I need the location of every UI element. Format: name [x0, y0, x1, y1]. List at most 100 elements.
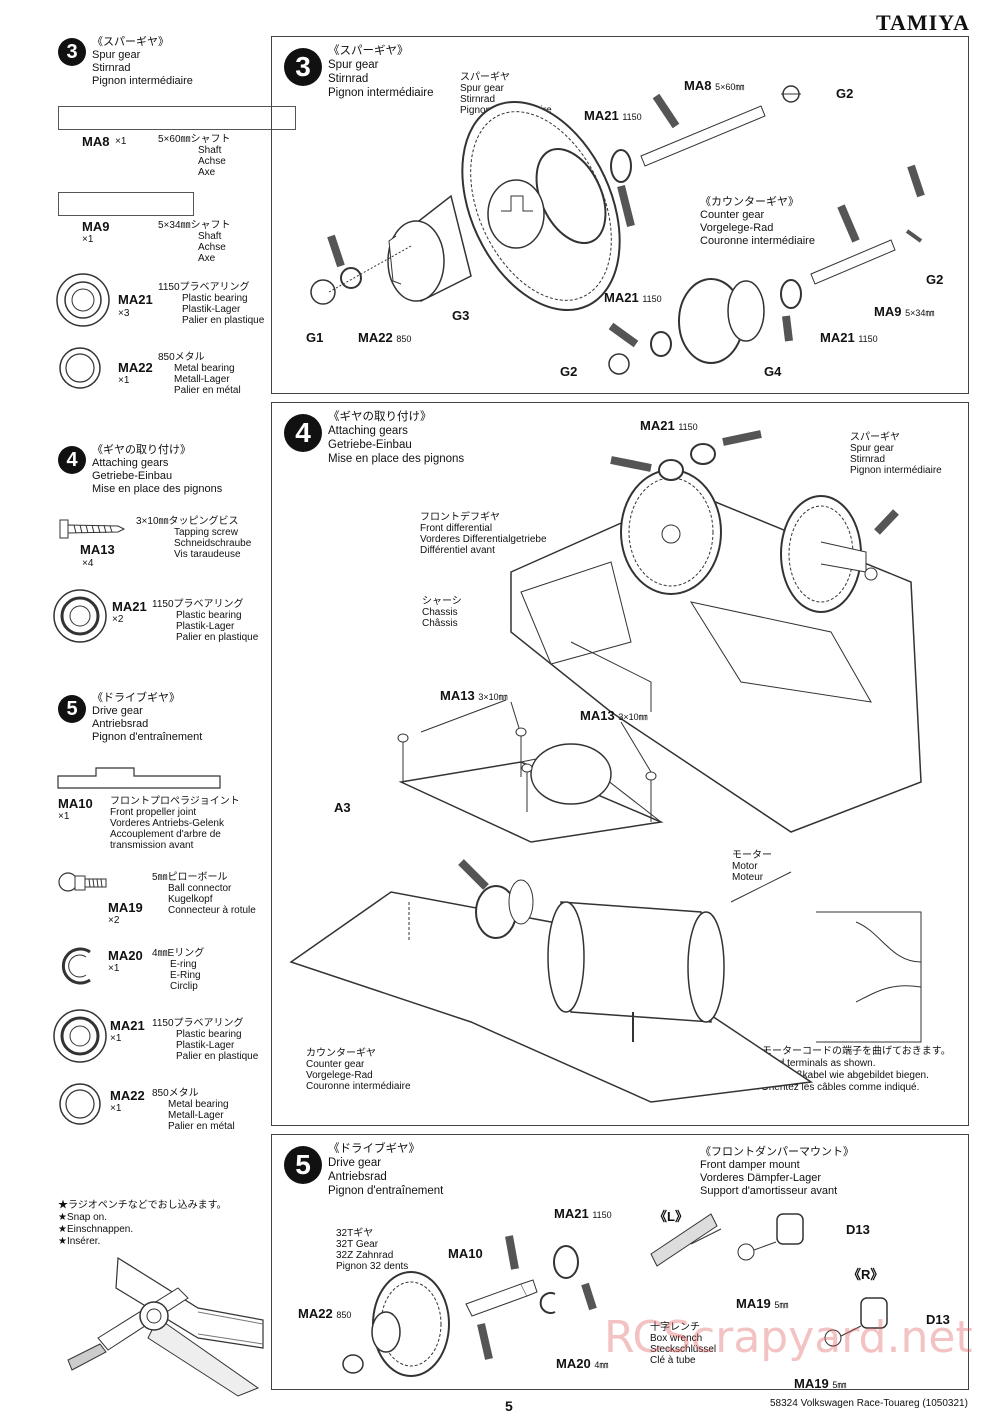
e-ring-icon	[61, 947, 91, 985]
label-ma21: MA21 1150	[820, 330, 878, 345]
part-code: MA10	[58, 796, 93, 811]
part-qty: ×1	[108, 963, 120, 974]
pliers-illustration	[67, 1256, 264, 1397]
label-ma10: MA10	[448, 1246, 483, 1261]
part-desc: 850メタル Metal bearing Metall-Lager Palier…	[158, 352, 241, 396]
step-number: 5	[284, 1146, 322, 1184]
part-qty: ×2	[112, 614, 124, 625]
front-diff-label: フロントデフギヤ Front differential Vorderes Dif…	[420, 512, 547, 556]
screw-icon	[59, 519, 126, 539]
label-ma22: MA22 850	[298, 1306, 352, 1321]
label-ma20: MA20 4㎜	[556, 1356, 609, 1371]
drive-gear-diagram	[342, 1213, 888, 1377]
label-right: 《R》	[848, 1267, 884, 1282]
footer-text: 58324 Volkswagen Race-Touareg (1050321)	[770, 1398, 968, 1409]
part-qty: ×1	[82, 234, 94, 245]
step-title: 《ドライブギヤ》 Drive gear Antriebsrad Pignon d…	[92, 692, 203, 743]
label-g2: G2	[836, 86, 854, 101]
bend-terminals-note: ★モーターコードの端子を曲げておきます。 ★Bend terminals as …	[752, 1046, 951, 1093]
chassis-label: シャーシ Chassis Châssis	[422, 596, 462, 629]
part-desc: 4㎜Eリング E-ring E-Ring Circlip	[152, 948, 205, 992]
step-title: 《スパーギヤ》 Spur gear Stirnrad Pignon interm…	[92, 36, 193, 87]
part-code: MA19	[108, 900, 143, 915]
watermark: RCScrapyard.net	[604, 1312, 973, 1363]
snap-note: ★ラジオペンチなどでおし込みます。 ★Snap on. ★Einschnappe…	[58, 1200, 227, 1247]
shaft-ma8-image	[58, 106, 296, 130]
part-qty: ×1	[118, 375, 130, 386]
step-title: 《ギヤの取り付け》 Attaching gears Getriebe-Einba…	[92, 444, 223, 495]
label-g3: G3	[452, 308, 470, 323]
part-desc: フロントプロペラジョイント Front propeller joint Vord…	[110, 796, 240, 851]
gear32-label: 32Tギヤ 32T Gear 32Z Zahnrad Pignon 32 den…	[336, 1228, 409, 1272]
shaft-ma9-image	[58, 192, 194, 216]
part-code: MA13	[80, 542, 115, 557]
bearing-icon	[53, 1009, 107, 1063]
label-ma8: MA8 5×60㎜	[684, 78, 745, 93]
part-code: MA22	[118, 360, 153, 375]
label-ma9: MA9 5×34㎜	[874, 304, 935, 319]
label-g1: G1	[306, 330, 324, 345]
part-desc: 850メタル Metal bearing Metall-Lager Palier…	[152, 1088, 235, 1132]
part-code: MA20	[108, 948, 143, 963]
step-title: 《ギヤの取り付け》 Attaching gears Getriebe-Einba…	[328, 411, 465, 465]
label-g4: G4	[764, 364, 782, 379]
part-code: MA21	[110, 1018, 145, 1033]
label-a3: A3	[334, 800, 351, 815]
panel-step3	[271, 36, 969, 394]
spur-gear-label: スパーギヤ Spur gear Stirnrad Pignon interméd…	[850, 432, 942, 476]
counter-gear-label: カウンターギヤ Counter gear Vorgelege-Rad Couro…	[306, 1048, 411, 1092]
label-ma13: MA13 3×10㎜	[440, 688, 508, 703]
part-desc: 3×10㎜タッピングビス Tapping screw Schneidschrau…	[136, 516, 252, 560]
label-ma21: MA21 1150	[584, 108, 642, 123]
part-desc: 5㎜ピローボール Ball connector Kugelkopf Connec…	[152, 872, 256, 916]
bearing-icon	[56, 273, 110, 327]
label-ma21: MA21 1150	[554, 1206, 612, 1221]
label-d13: D13	[926, 1312, 950, 1327]
step-number: 3	[58, 38, 86, 66]
damper-mount-label: 《フロントダンパーマウント》 Front damper mount Vorder…	[700, 1146, 854, 1197]
label-ma21: MA21 1150	[604, 290, 662, 305]
counter-gear-label: 《カウンターギヤ》 Counter gear Vorgelege-Rad Cou…	[700, 196, 815, 247]
metal-bearing-icon	[59, 347, 101, 389]
part-desc: 1150プラベアリング Plastic bearing Plastik-Lage…	[152, 599, 259, 643]
part-qty: ×1	[110, 1033, 122, 1044]
label-g2: G2	[926, 272, 944, 287]
label-g2: G2	[560, 364, 578, 379]
part-desc: 5×60㎜シャフト Shaft Achse Axe	[158, 134, 231, 178]
label-left: 《L》	[654, 1209, 688, 1224]
step-number: 3	[284, 48, 322, 86]
chassis-assembly-diagram	[289, 430, 922, 1103]
label-ma22: MA22 850	[358, 330, 412, 345]
brand-logo: TAMIYA	[875, 10, 970, 35]
part-code: MA21	[118, 292, 153, 307]
label-ma19: MA19 5㎜	[794, 1376, 847, 1391]
panel-step4	[271, 402, 969, 1126]
propeller-joint-icon	[57, 767, 221, 789]
step-number: 5	[58, 695, 86, 723]
box-wrench-label: 十字レンチ Box wrench Steckschlüssel Clé à tu…	[650, 1322, 717, 1366]
part-desc: 1150プラベアリング Plastic bearing Plastik-Lage…	[152, 1018, 259, 1062]
part-code: MA8	[82, 134, 110, 149]
step-title: 《ドライブギヤ》 Drive gear Antriebsrad Pignon d…	[328, 1143, 444, 1197]
step-title: 《スパーギヤ》 Spur gear Stirnrad Pignon interm…	[328, 45, 434, 99]
part-desc: 5×34㎜シャフト Shaft Achse Axe	[158, 220, 231, 264]
part-qty: ×1	[115, 136, 127, 147]
step-number: 4	[58, 446, 86, 474]
label-d13: D13	[846, 1222, 870, 1237]
page-number: 5	[505, 1398, 513, 1414]
part-code: MA21	[112, 599, 147, 614]
part-code: MA22	[110, 1088, 145, 1103]
panel-step5	[271, 1134, 969, 1390]
step-number: 4	[284, 414, 322, 452]
part-qty: ×4	[82, 558, 94, 569]
part-qty: ×3	[118, 308, 130, 319]
label-ma13: MA13 3×10㎜	[580, 708, 648, 723]
metal-bearing-icon	[59, 1083, 101, 1125]
part-qty: ×1	[58, 811, 70, 822]
part-qty: ×2	[108, 915, 120, 926]
label-ma19: MA19 5㎜	[736, 1296, 789, 1311]
label-ma21: MA21 1150	[640, 418, 698, 433]
part-code: MA9	[82, 219, 110, 234]
bearing-icon	[53, 589, 107, 643]
part-qty: ×1	[110, 1103, 122, 1114]
